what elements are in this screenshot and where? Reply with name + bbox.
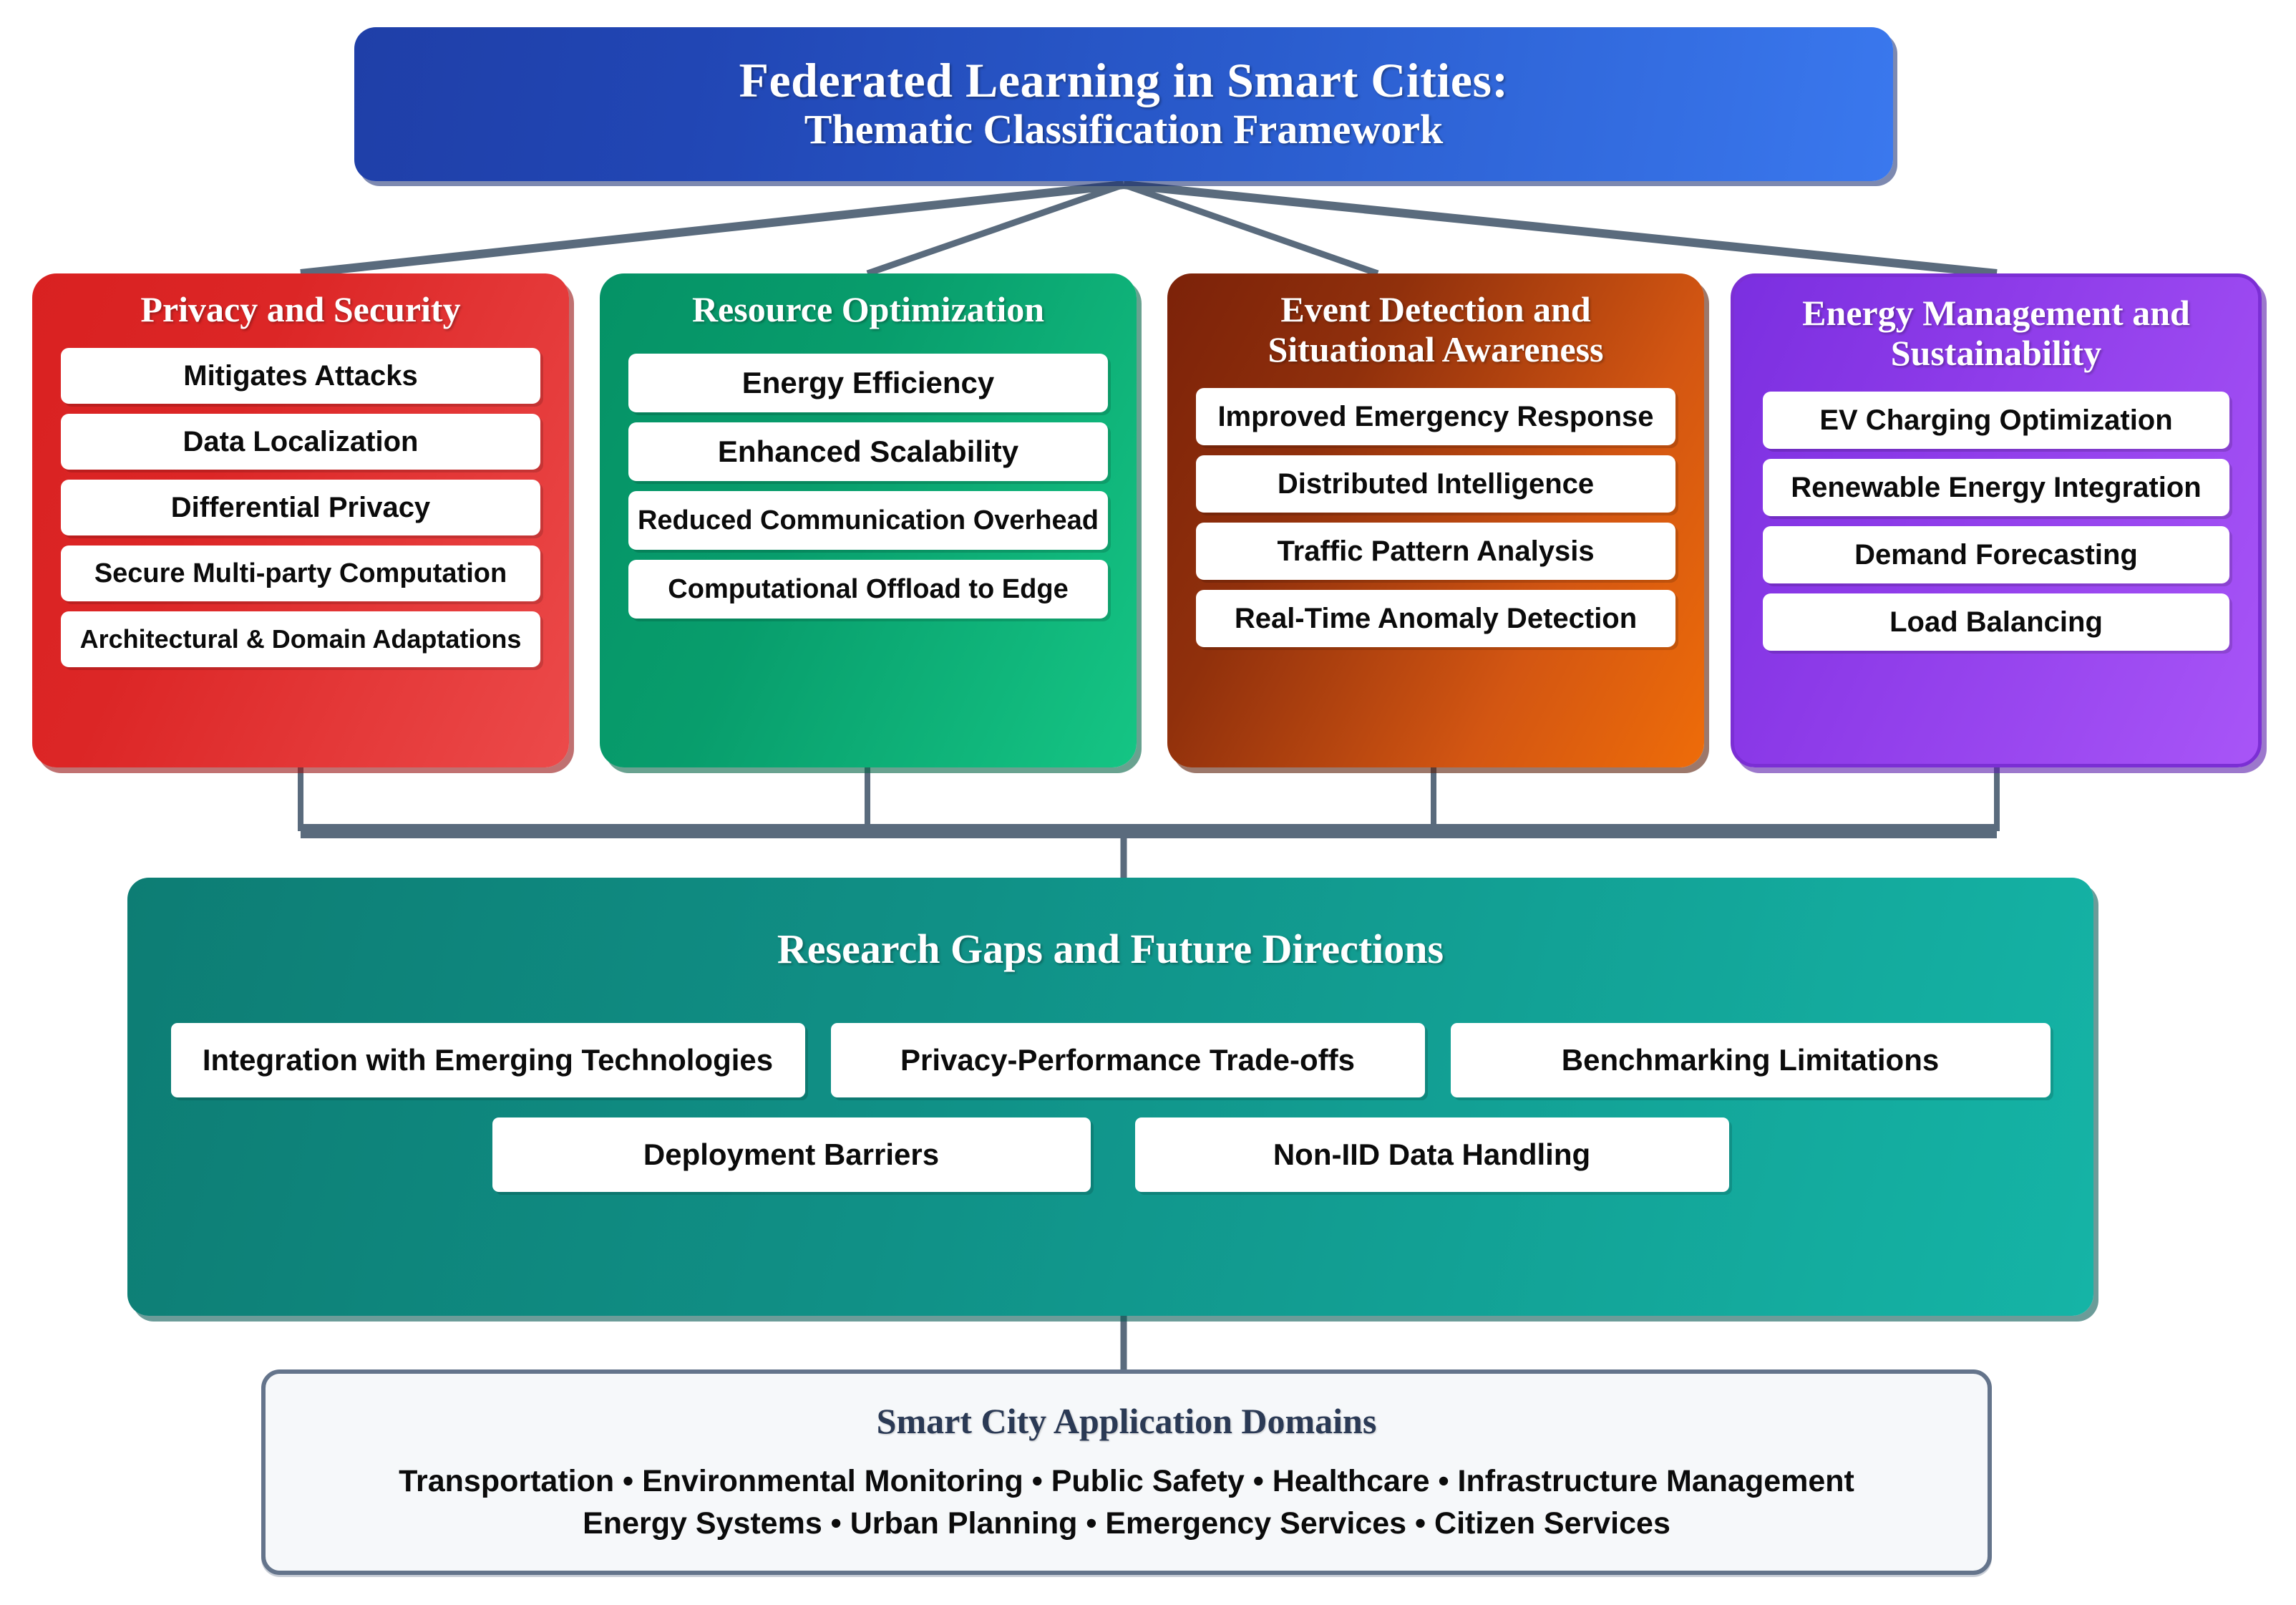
item-data-localization[interactable]: Data Localization xyxy=(61,414,540,470)
item-traffic-pattern-analysis[interactable]: Traffic Pattern Analysis xyxy=(1196,523,1675,580)
gap-non-iid-data-handling[interactable]: Non-IID Data Handling xyxy=(1134,1117,1729,1192)
category-privacy-and-security[interactable]: Privacy and Security Mitigates Attacks D… xyxy=(32,273,569,767)
category-title-privacy: Privacy and Security xyxy=(140,289,461,329)
application-domains-line-2: Energy Systems • Urban Planning • Emerge… xyxy=(583,1505,1670,1541)
category-header-event: Event Detection and Situational Awarenes… xyxy=(1167,273,1704,369)
category-items-event: Improved Emergency Response Distributed … xyxy=(1167,388,1704,657)
item-enhanced-scalability[interactable]: Enhanced Scalability xyxy=(628,422,1108,481)
root-title-line-2: Thematic Classification Framework xyxy=(804,106,1444,153)
gap-deployment-barriers[interactable]: Deployment Barriers xyxy=(492,1117,1091,1192)
category-title-energy-line-1: Energy Management and xyxy=(1802,293,2190,333)
edge-title-to-privacy xyxy=(300,180,1124,278)
category-title-event-line-1: Event Detection and xyxy=(1280,289,1591,329)
application-domains-box[interactable]: Smart City Application Domains Transport… xyxy=(261,1369,1992,1575)
category-title-event-line-2: Situational Awareness xyxy=(1268,329,1604,369)
category-header-privacy: Privacy and Security xyxy=(32,273,569,329)
category-items-privacy: Mitigates Attacks Data Localization Diff… xyxy=(32,348,569,677)
category-items-resource: Energy Efficiency Enhanced Scalability R… xyxy=(600,354,1137,629)
item-computational-offload-to-edge[interactable]: Computational Offload to Edge xyxy=(628,560,1108,619)
gap-privacy-performance-trade-offs[interactable]: Privacy-Performance Trade-offs xyxy=(830,1023,1425,1097)
research-gaps-row-2: Deployment Barriers Non-IID Data Handlin… xyxy=(127,1117,2093,1192)
root-title-line-1: Federated Learning in Smart Cities: xyxy=(739,53,1509,108)
category-title-energy-line-2: Sustainability xyxy=(1890,333,2102,373)
edge-title-to-energy xyxy=(1123,180,1998,278)
item-load-balancing[interactable]: Load Balancing xyxy=(1763,593,2229,651)
category-energy-management-and-sustainability[interactable]: Energy Management and Sustainability EV … xyxy=(1731,273,2262,767)
edge-title-to-resource xyxy=(866,181,1125,277)
item-energy-efficiency[interactable]: Energy Efficiency xyxy=(628,354,1108,412)
category-header-resource: Resource Optimization xyxy=(600,273,1137,329)
application-domains-line-1: Transportation • Environmental Monitorin… xyxy=(399,1464,1854,1499)
item-differential-privacy[interactable]: Differential Privacy xyxy=(61,480,540,535)
gap-integration-with-emerging-technologies[interactable]: Integration with Emerging Technologies xyxy=(170,1023,805,1097)
item-distributed-intelligence[interactable]: Distributed Intelligence xyxy=(1196,455,1675,513)
gap-benchmarking-limitations[interactable]: Benchmarking Limitations xyxy=(1450,1023,2051,1097)
item-real-time-anomaly-detection[interactable]: Real-Time Anomaly Detection xyxy=(1196,590,1675,647)
root-title-box: Federated Learning in Smart Cities: Them… xyxy=(354,27,1893,181)
category-items-energy: EV Charging Optimization Renewable Energ… xyxy=(1734,392,2258,661)
item-improved-emergency-response[interactable]: Improved Emergency Response xyxy=(1196,388,1675,445)
category-title-resource: Resource Optimization xyxy=(691,289,1045,329)
item-reduced-communication-overhead[interactable]: Reduced Communication Overhead xyxy=(628,491,1108,550)
category-resource-optimization[interactable]: Resource Optimization Energy Efficiency … xyxy=(600,273,1137,767)
item-secure-multi-party-computation[interactable]: Secure Multi-party Computation xyxy=(61,545,540,601)
research-gaps-box[interactable]: Research Gaps and Future Directions Inte… xyxy=(127,878,2093,1316)
research-gaps-title: Research Gaps and Future Directions xyxy=(777,926,1444,972)
item-renewable-energy-integration[interactable]: Renewable Energy Integration xyxy=(1763,459,2229,516)
item-architectural-and-domain-adaptations[interactable]: Architectural & Domain Adaptations xyxy=(61,611,540,667)
research-gaps-row-1: Integration with Emerging Technologies P… xyxy=(127,1023,2093,1097)
edge-title-to-event xyxy=(1122,181,1379,277)
item-mitigates-attacks[interactable]: Mitigates Attacks xyxy=(61,348,540,404)
category-header-energy: Energy Management and Sustainability xyxy=(1734,277,2258,373)
item-demand-forecasting[interactable]: Demand Forecasting xyxy=(1763,526,2229,583)
application-domains-title: Smart City Application Domains xyxy=(876,1401,1377,1442)
item-ev-charging-optimization[interactable]: EV Charging Optimization xyxy=(1763,392,2229,449)
category-event-detection-and-situational-awareness[interactable]: Event Detection and Situational Awarenes… xyxy=(1167,273,1704,767)
